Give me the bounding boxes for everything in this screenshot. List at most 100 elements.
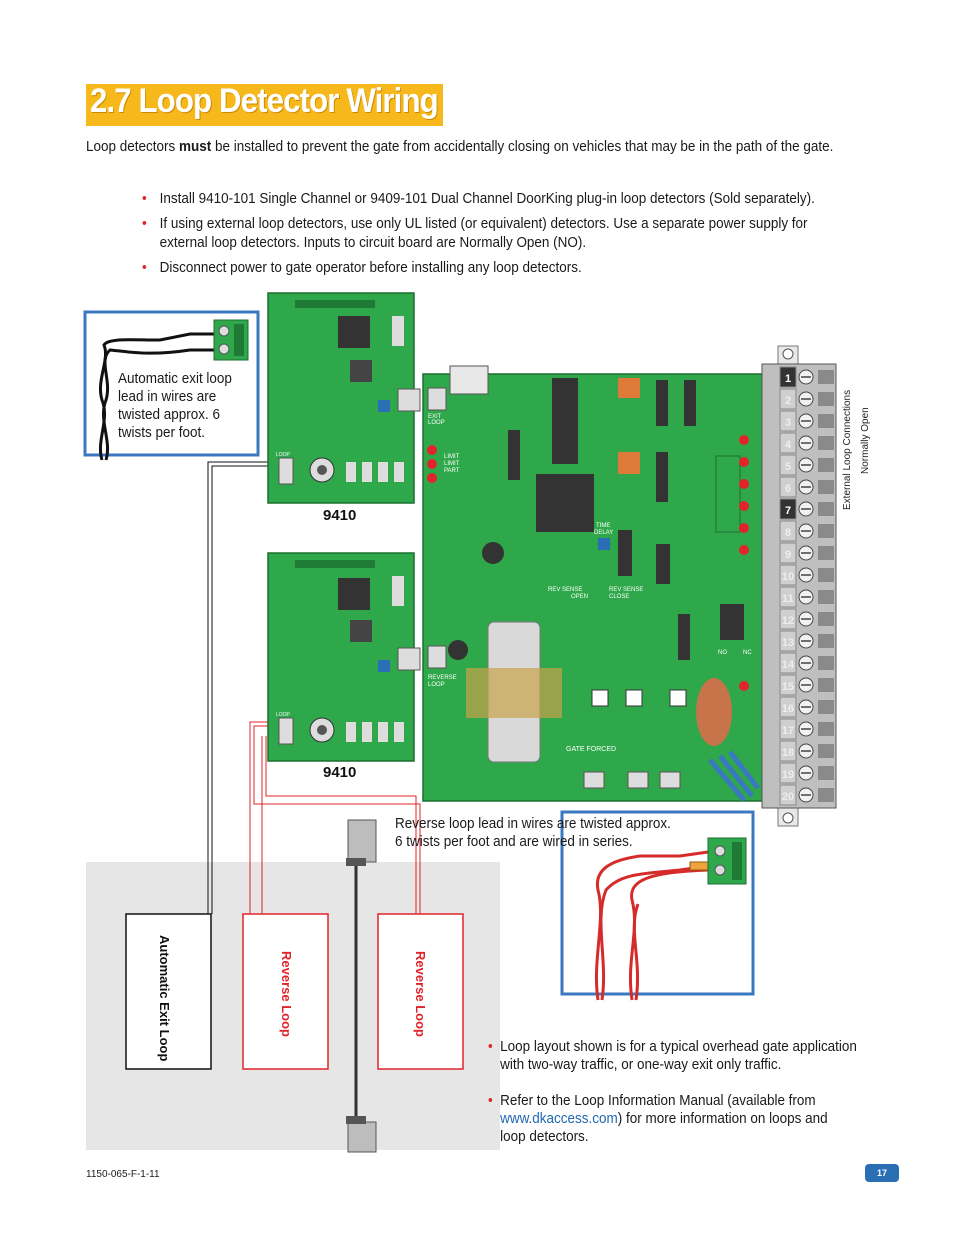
terminal-cell [779,476,797,498]
board-limit-3: PART [444,468,460,474]
exit-loop-wire [207,461,279,914]
detector-label-top: 9410 [323,507,356,524]
board-no: NO [718,650,727,656]
terminal-number: 7 [785,505,791,517]
bullet-text: Disconnect power to gate operator before… [159,260,582,276]
board-rev-sense-close-2: CLOSE [609,594,629,600]
terminal-number: 20 [782,791,794,803]
bullet-dot: • [142,191,147,207]
bullet-item: • Disconnect power to gate operator befo… [142,259,849,278]
terminal-clamp [818,436,834,450]
terminal-number: 18 [782,747,794,759]
terminal-clamp [818,414,834,428]
terminal-clamp [818,458,834,472]
bullet-item: • Install 9410-101 Single Channel or 940… [142,190,849,209]
terminal-clamp [818,656,834,670]
exit-loop-note: Automatic exit loop lead in wires are tw… [118,370,232,442]
main-control-board: EXIT LOOP LIMIT LIMIT PART TIME DELAY RE… [422,365,774,802]
bullet-text: Refer to the Loop Information Manual (av… [500,1093,816,1109]
terminal-cell [779,740,797,762]
intro-after: be installed to prevent the gate from ac… [211,139,834,155]
terminal-cell [779,542,797,564]
terminal-clamp [818,678,834,692]
terminal-cell [779,432,797,454]
intro-paragraph: Loop detectors must be installed to prev… [86,139,834,155]
terminal-cell [779,454,797,476]
terminal-cell [779,564,797,586]
board-rev-sense-close-1: REV SENSE [609,587,643,593]
terminal-number: 14 [782,659,795,671]
terminal-cell [779,652,797,674]
bullet-text: Loop layout shown is for a typical overh… [500,1039,857,1055]
page-number-badge: 17 [865,1164,899,1182]
terminal-clamp [818,524,834,538]
terminal-number: 16 [782,703,794,715]
terminal-cell [779,388,797,410]
terminal-clamp [818,546,834,560]
terminal-clamp [818,744,834,758]
terminal-clamp [818,502,834,516]
reverse-twisted-pair [594,850,709,1001]
gate-post-lower [347,1121,377,1153]
terminal-clamp [818,590,834,604]
terminal-number: 6 [785,483,791,495]
board-time-delay-1: TIME [596,523,610,529]
terminal-cell [779,784,797,806]
terminal-clamp [818,634,834,648]
exit-note-line: lead in wires are [118,389,217,405]
reverse-loop-label-b: Reverse Loop [413,951,428,1037]
board-gate-forced: GATE FORCED [566,746,616,753]
document-code: 1150-065-F-1-11 [86,1169,160,1180]
bullet-item: • Loop layout shown is for a typical ove… [488,1038,860,1074]
terminal-number: 19 [782,769,794,781]
reverse-note-frame [560,810,755,996]
terminal-number: 15 [782,681,794,693]
detector-label-bottom: 9410 [323,764,356,781]
reverse-loop-label-a: Reverse Loop [279,951,294,1037]
intro-bold: must [178,139,212,155]
terminal-number: 9 [785,549,791,561]
terminal-cell [779,410,797,432]
board-rev-sense-open-1: REV SENSE [548,587,582,593]
terminal-clamp [818,788,834,802]
bullet-text-line2: external loop detectors. Inputs to circu… [159,235,587,251]
terminal-caption-line2: Normally Open [860,407,871,474]
bullet-text: Install 9410-101 Single Channel or 9409-… [159,191,815,207]
terminal-cell [779,608,797,630]
bullet-dot: • [488,1039,493,1055]
reverse-note-line: Reverse loop lead in wires are twisted a… [395,816,671,832]
exit-twisted-pair [99,332,214,461]
terminal-number: 13 [782,637,794,649]
bullet-item: • If using external loop detectors, use … [142,215,849,253]
detector-board-top: LOOP [267,292,421,504]
terminal-cell [779,366,797,388]
bullet-item: • Refer to the Loop Information Manual (… [488,1092,860,1146]
terminal-clamp [818,568,834,582]
board-limit-1: LIMIT [444,454,460,460]
board-rev-sense-open-2: OPEN [571,594,588,600]
lower-bullet-list: • Loop layout shown is for a typical ove… [488,1038,888,1164]
terminal-cell [779,674,797,696]
exit-note-line: twists per foot. [118,425,205,441]
exit-note-line: twisted approx. 6 [118,407,220,423]
loop-tag-bottom: LOOP [276,712,291,718]
terminal-caption-line1: External Loop Connections [842,390,853,510]
exit-note-line: Automatic exit loop [118,371,232,387]
bullet-dot: • [142,216,147,232]
terminal-cell [779,696,797,718]
terminal-cell [779,630,797,652]
terminal-clamp [818,480,834,494]
terminal-clamp [818,766,834,780]
board-time-delay-2: DELAY [594,530,613,536]
dkaccess-link[interactable]: www.dkaccess.com [500,1111,618,1127]
terminal-number: 12 [782,615,794,627]
terminal-number: 5 [785,461,791,473]
terminal-cell [779,718,797,740]
board-reverse-loop-2: LOOP [428,682,445,688]
reverse-note-line: 6 twists per foot and are wired in serie… [395,834,633,850]
board-nc: NC [743,650,752,656]
terminal-clamp [818,612,834,626]
bullet-dot: • [142,260,147,276]
page-title: 2.7 Loop Detector Wiring [90,82,439,120]
